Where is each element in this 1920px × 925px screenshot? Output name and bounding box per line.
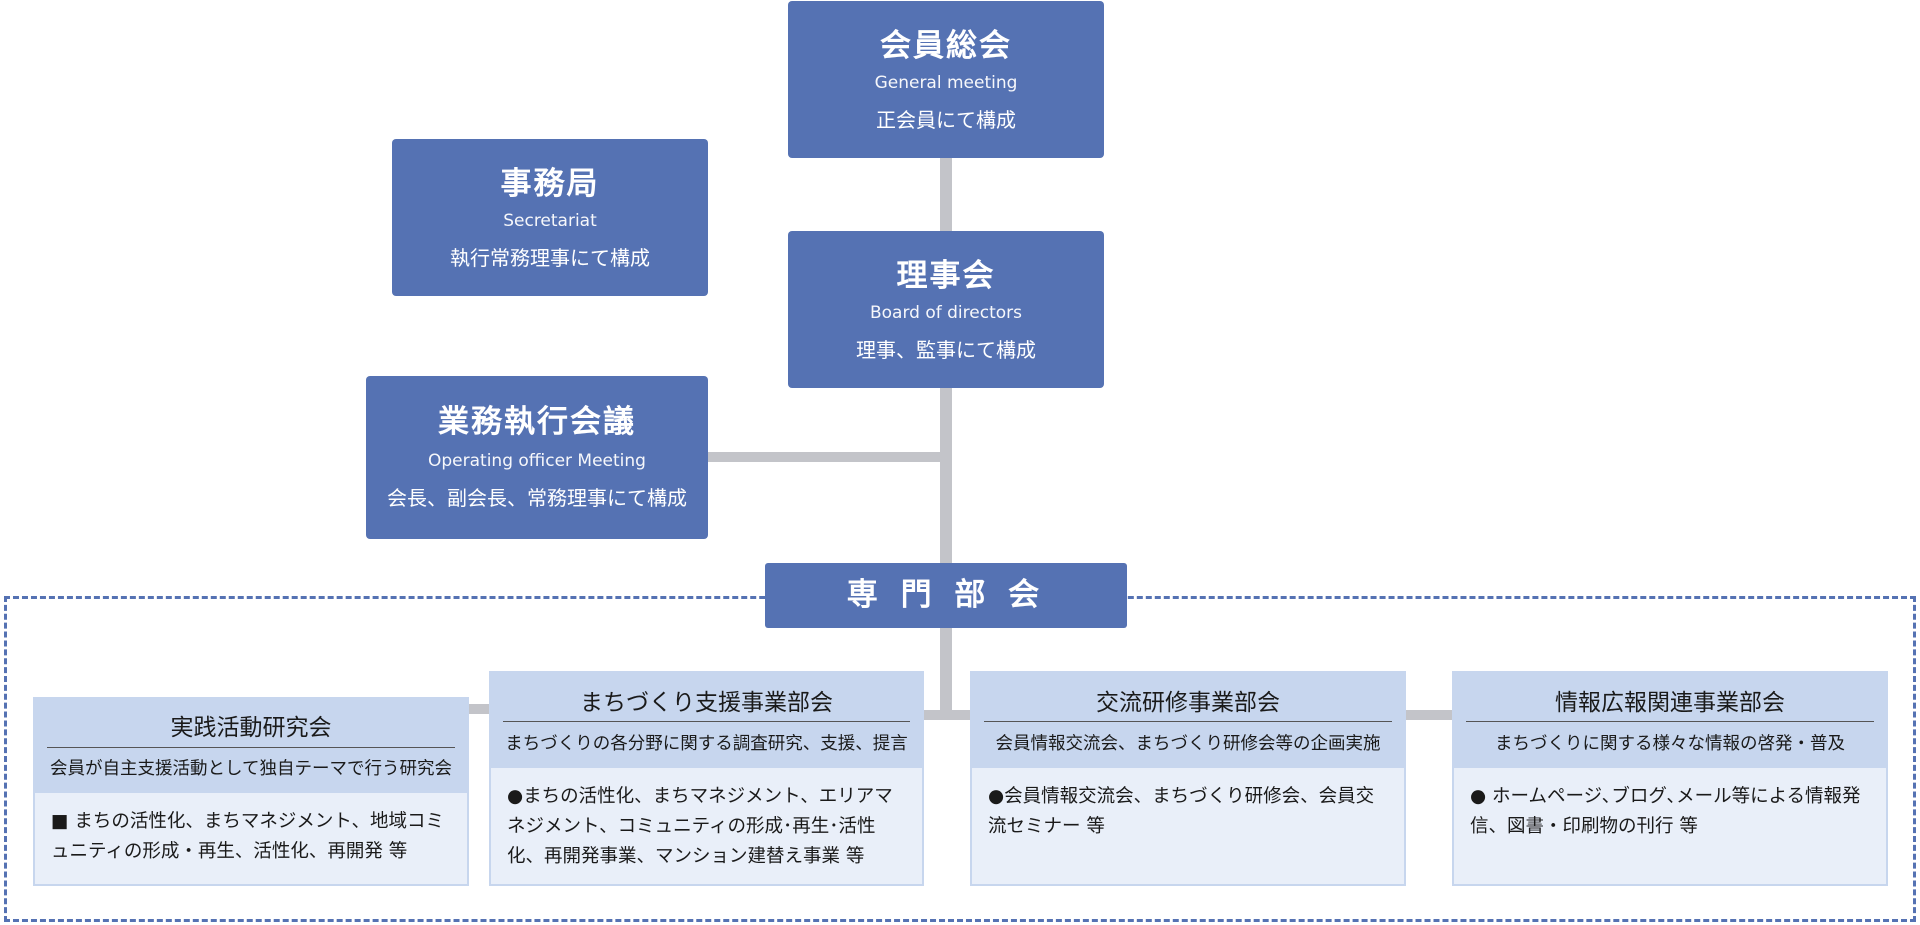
subcommittee-exchange-training: 交流研修事業部会 会員情報交流会、まちづくり研修会等の企画実施 ●会員情報交流会… [970,671,1406,886]
operating-meeting-box: 業務執行会議 Operating officer Meeting 会長、副会長、… [366,376,708,539]
subcommittee-summary: まちづくりの各分野に関する調査研究、支援、提言 [505,734,908,754]
subcommittee-details: ■ まちの活性化、まちマネジメント、地域コミュニティの形成・再生、活性化、再開発… [51,811,444,862]
specialized-committee-title: 専 門 部 会 [846,577,1046,613]
subcommittee-name: 交流研修事業部会 [1096,690,1280,716]
subcommittee-details: ● ホームページ､ブログ､メール等による情報発信、図書・印刷物の刊行 等 [1470,786,1861,837]
connector-operating-meeting [707,452,946,462]
subcommittee-details: ●会員情報交流会、まちづくり研修会、会員交流セミナー 等 [988,786,1375,837]
subcommittee-name: 情報広報関連事業部会 [1555,690,1785,716]
subcommittee-details: ●まちの活性化、まちマネジメント、エリアマネジメント、コミュニティの形成･再生･… [507,786,893,867]
subcommittee-summary: 会員情報交流会、まちづくり研修会等の企画実施 [995,734,1381,754]
divider [503,721,910,722]
subcommittee-name: 実践活動研究会 [170,715,332,741]
board-desc: 理事、監事にて構成 [856,338,1036,362]
operating-meeting-english: Operating officer Meeting [428,451,646,471]
board-english: Board of directors [869,303,1022,323]
subcommittee-name: まちづくり支援事業部会 [580,690,833,716]
subcommittee-summary: まちづくりに関する様々な情報の啓発・普及 [1495,734,1845,754]
general-meeting-desc: 正会員にて構成 [876,108,1016,132]
board-title: 理事会 [896,258,996,294]
divider [47,747,455,748]
secretariat-english: Secretariat [503,211,597,231]
general-meeting-english: General meeting [874,73,1018,93]
divider [1466,721,1874,722]
divider [984,721,1392,722]
general-meeting-title: 会員総会 [880,28,1012,64]
specialized-committee-box: 専 門 部 会 [765,563,1127,628]
subcommittee-machizukuri-support: まちづくり支援事業部会 まちづくりの各分野に関する調査研究、支援、提言 ●まちの… [489,671,924,886]
secretariat-desc: 執行常務理事にて構成 [450,246,650,270]
operating-meeting-desc: 会長、副会長、常務理事にて構成 [387,486,687,510]
connector-subcommittee-row-mid [922,710,972,720]
secretariat-title: 事務局 [500,166,600,202]
connector-subcommittee-row-right [1404,710,1454,720]
subcommittee-information-pr: 情報広報関連事業部会 まちづくりに関する様々な情報の啓発・普及 ● ホームページ… [1452,671,1888,886]
operating-meeting-title: 業務執行会議 [438,404,636,440]
subcommittee-practical-research: 実践活動研究会 会員が自主支援活動として独自テーマで行う研究会 ■ まちの活性化… [33,697,469,886]
subcommittee-summary: 会員が自主支援活動として独自テーマで行う研究会 [50,759,452,779]
connector-subcommittee-row-left [466,704,490,714]
board-box: 理事会 Board of directors 理事、監事にて構成 [788,231,1104,388]
secretariat-box: 事務局 Secretariat 執行常務理事にて構成 [392,139,708,296]
general-meeting-box: 会員総会 General meeting 正会員にて構成 [788,1,1104,158]
